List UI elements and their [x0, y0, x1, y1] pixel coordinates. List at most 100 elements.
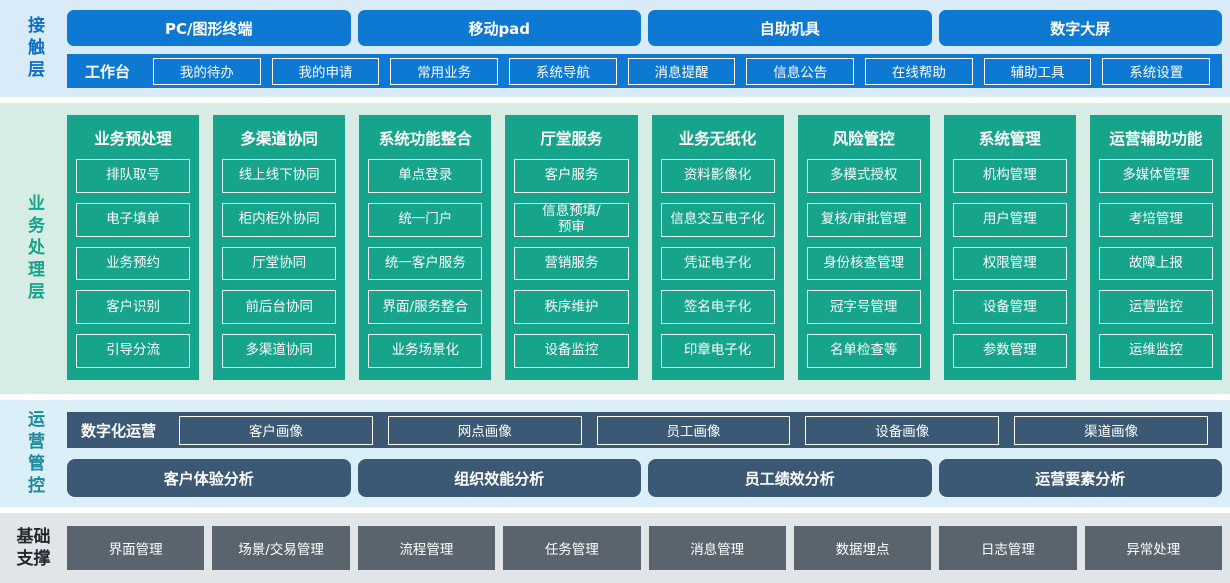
business-columns: 业务预处理排队取号电子填单业务预约客户识别引导分流多渠道协同 线上线下协同柜内柜外…	[67, 103, 1222, 394]
business-item[interactable]: 考培管理	[1098, 202, 1213, 237]
contact-layer-label: 接触层	[0, 0, 67, 97]
business-item[interactable]: 参数管理	[952, 334, 1067, 368]
business-item[interactable]: 引导分流	[76, 334, 191, 368]
digital-ops-bar: 数字化运营 客户画像网点画像员工画像设备画像渠道画像	[67, 412, 1222, 448]
workbench-item[interactable]: 在线帮助	[865, 57, 973, 85]
business-column-title: 业务预处理	[94, 130, 172, 148]
digital-ops-item[interactable]: 渠道画像	[1014, 415, 1208, 445]
operations-layer-label-text: 运营管控	[24, 409, 44, 498]
workbench-item[interactable]: 我的申请	[271, 57, 380, 85]
terminal-button[interactable]: 数字大屏	[938, 10, 1222, 46]
foundation-layer-band: 基础支撑 界面管理场景/交易管理流程管理任务管理消息管理数据埋点日志管理异常处理	[0, 513, 1230, 583]
business-column-title: 系统管理	[978, 130, 1041, 148]
workbench-item[interactable]: 信息公告	[746, 57, 855, 85]
business-item[interactable]: 名单检查等	[806, 334, 921, 368]
business-layer-band: 业务处理层 业务预处理排队取号电子填单业务预约客户识别引导分流多渠道协同 线上线下…	[0, 103, 1230, 394]
business-item[interactable]: 机构管理	[952, 159, 1067, 193]
workbench-bar: 工作台 我的待办我的申请常用业务系统导航消息提醒信息公告在线帮助辅助工具系统设置	[67, 54, 1222, 88]
foundation-item[interactable]: 任务管理	[503, 526, 641, 570]
business-column-title: 系统功能整合	[378, 130, 472, 148]
foundation-layer-label: 基础支撑	[0, 513, 67, 583]
workbench-item[interactable]: 常用业务	[390, 57, 499, 85]
business-layer-content: 业务预处理排队取号电子填单业务预约客户识别引导分流多渠道协同 线上线下协同柜内柜外…	[67, 103, 1230, 394]
business-item[interactable]: 凭证电子化	[660, 246, 775, 281]
business-item[interactable]: 资料影像化	[660, 159, 775, 193]
business-item[interactable]: 权限管理	[952, 246, 1067, 281]
business-item[interactable]: 界面/服务整合	[368, 290, 483, 325]
workbench-item[interactable]: 辅助工具	[983, 57, 1092, 85]
business-item[interactable]: 故障上报	[1098, 246, 1213, 281]
business-item[interactable]: 用户管理	[952, 202, 1067, 237]
analysis-button[interactable]: 客户体验分析	[67, 459, 351, 497]
business-item[interactable]: 多媒体管理	[1098, 159, 1213, 193]
analysis-button[interactable]: 运营要素分析	[938, 459, 1222, 497]
business-item[interactable]: 统一门户	[368, 202, 483, 237]
business-item[interactable]: 柜内柜外协同	[222, 202, 337, 237]
terminal-button[interactable]: 移动pad	[357, 10, 641, 46]
business-item[interactable]: 业务预约	[76, 246, 191, 281]
business-item[interactable]: 客户服务	[514, 159, 629, 193]
business-column: 系统功能整合单点登录统一门户统一客户服务界面/服务整合业务场景化	[359, 115, 492, 380]
digital-ops-item[interactable]: 设备画像	[805, 415, 1000, 445]
business-item[interactable]: 业务场景化	[368, 334, 483, 368]
workbench-item[interactable]: 消息提醒	[627, 57, 736, 85]
business-item[interactable]: 签名电子化	[660, 290, 775, 325]
business-item[interactable]: 设备管理	[952, 290, 1067, 325]
business-column: 运营辅助功能多媒体管理考培管理故障上报运营监控运维监控	[1089, 115, 1222, 380]
business-item[interactable]: 排队取号	[76, 159, 191, 193]
digital-ops-item[interactable]: 客户画像	[179, 415, 373, 445]
business-item[interactable]: 秩序维护	[514, 290, 629, 325]
business-item[interactable]: 营销服务	[514, 246, 629, 281]
business-item[interactable]: 单点登录	[368, 159, 483, 193]
business-item[interactable]: 多模式授权	[806, 159, 921, 193]
business-column-title: 厅堂服务	[540, 130, 603, 148]
business-item[interactable]: 印章电子化	[660, 334, 775, 368]
operations-layer-content: 数字化运营 客户画像网点画像员工画像设备画像渠道画像 客户体验分析组织效能分析员…	[67, 400, 1230, 507]
terminal-button[interactable]: PC/图形终端	[67, 10, 351, 46]
workbench-item[interactable]: 我的待办	[153, 57, 261, 85]
foundation-item[interactable]: 场景/交易管理	[212, 526, 350, 570]
business-layer-label: 业务处理层	[0, 103, 67, 394]
business-item[interactable]: 多渠道协同	[222, 334, 337, 368]
foundation-item[interactable]: 消息管理	[648, 526, 786, 570]
digital-ops-item[interactable]: 员工画像	[596, 415, 791, 445]
terminal-button[interactable]: 自助机具	[648, 10, 932, 46]
foundation-item[interactable]: 流程管理	[357, 526, 496, 570]
business-column: 多渠道协同线上线下协同柜内柜外协同厅堂协同前后台协同多渠道协同	[213, 115, 346, 380]
analysis-button[interactable]: 员工绩效分析	[648, 459, 932, 497]
workbench-item[interactable]: 系统设置	[1102, 57, 1211, 85]
business-item[interactable]: 设备监控	[514, 334, 629, 368]
business-column: 业务预处理排队取号电子填单业务预约客户识别引导分流	[67, 115, 200, 380]
foundation-item[interactable]: 数据埋点	[793, 526, 932, 570]
foundation-item[interactable]: 界面管理	[67, 526, 205, 570]
business-item[interactable]: 运营监控	[1098, 290, 1213, 325]
digital-ops-item[interactable]: 网点画像	[387, 415, 582, 445]
foundation-item[interactable]: 异常处理	[1084, 526, 1222, 570]
business-item[interactable]: 运维监控	[1098, 334, 1213, 368]
business-layer-label-text: 业务处理层	[24, 193, 44, 304]
operations-layer-band: 运营管控 数字化运营 客户画像网点画像员工画像设备画像渠道画像 客户体验分析组织…	[0, 400, 1230, 507]
business-item[interactable]: 信息交互电子化	[660, 202, 775, 237]
foundation-row: 界面管理场景/交易管理流程管理任务管理消息管理数据埋点日志管理异常处理	[67, 513, 1222, 583]
foundation-layer-label-text: 基础支撑	[16, 526, 51, 569]
business-item[interactable]: 厅堂协同	[222, 246, 337, 281]
business-item[interactable]: 信息预填/ 预审	[514, 202, 629, 237]
foundation-item[interactable]: 日志管理	[939, 526, 1077, 570]
analysis-button[interactable]: 组织效能分析	[357, 459, 641, 497]
business-column: 业务无纸化资料影像化信息交互电子化凭证电子化签名电子化印章电子化	[651, 115, 784, 380]
business-column-title: 风险管控	[832, 130, 895, 148]
workbench-item[interactable]: 系统导航	[509, 57, 617, 85]
business-column-title: 运营辅助功能	[1109, 130, 1203, 148]
foundation-layer-content: 界面管理场景/交易管理流程管理任务管理消息管理数据埋点日志管理异常处理	[67, 513, 1230, 583]
business-item[interactable]: 线上线下协同	[222, 159, 337, 193]
business-item[interactable]: 复核/审批管理	[806, 202, 921, 237]
business-item[interactable]: 身份核查管理	[806, 246, 921, 281]
business-item[interactable]: 冠字号管理	[806, 290, 921, 325]
business-item[interactable]: 统一客户服务	[368, 246, 483, 281]
business-item[interactable]: 电子填单	[76, 202, 191, 237]
business-item[interactable]: 客户识别	[76, 290, 191, 325]
business-item[interactable]: 前后台协同	[222, 290, 337, 325]
